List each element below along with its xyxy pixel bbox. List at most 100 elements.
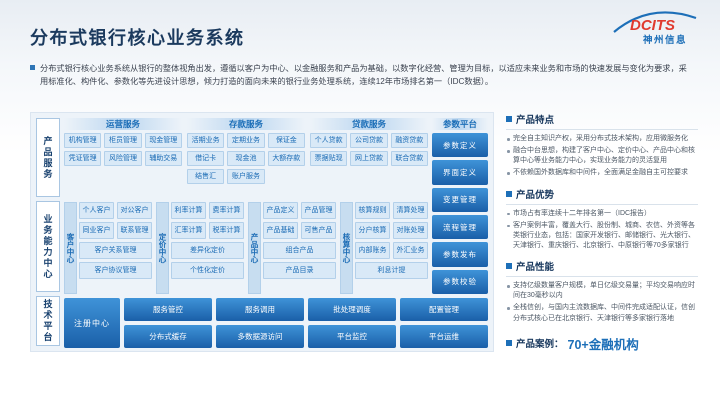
page-title: 分布式银行核心业务系统	[30, 28, 245, 48]
param-platform: 参数平台 参数定义 界面定义 变更管理 流程管理 参数发布 参数校验	[432, 118, 488, 294]
param-item: 流程管理	[432, 214, 488, 240]
center-customer: 客户中心 个人客户 对公客户 同业客户 联系管理 客户关系管理 客户协议管理	[64, 202, 152, 294]
tech-item: 批处理调度	[308, 298, 396, 321]
center-item: 产品基础	[263, 222, 298, 239]
center-pricing: 定价中心 利率计算 费率计算 汇率计算 税率计算 差异化定价 个性化定价	[156, 202, 244, 294]
service-item: 辅助交易	[144, 151, 182, 166]
service-group-loan: 贷款服务 个人贷款 公司贷款 融资贷款 票据贴现 网上贷款 联合贷款	[310, 118, 428, 198]
tech-registry-center: 注册中心	[64, 298, 120, 348]
center-accounting: 核算中心 核算规则 清算处理 分户核算 对账处理 内部账务 外汇业务 利息计提	[340, 202, 428, 294]
service-group-title: 运营服务	[64, 118, 182, 130]
intro-paragraph: 分布式银行核心业务系统从银行的整体视角出发，遵循以客户为中心、以金融服务和产品为…	[30, 62, 692, 88]
center-item: 对账处理	[393, 222, 428, 239]
tech-item: 分布式缓存	[124, 325, 212, 348]
panel-bullet: 支持亿级数量客户规模，单日亿级交易量；平均交易响应时间在30毫秒以内	[506, 281, 698, 301]
center-item: 产品定义	[263, 202, 298, 219]
logo-brand-text: DCITS	[630, 17, 675, 34]
center-item: 联系管理	[117, 222, 152, 239]
tech-item: 服务管控	[124, 298, 212, 321]
center-label: 定价中心	[156, 202, 169, 294]
param-item: 参数校验	[432, 269, 488, 294]
diagram-mainstack: 运营服务 机构管理 柜员管理 现金管理 凭证管理 风险管理 辅助交易	[64, 118, 428, 294]
service-item: 现金管理	[144, 133, 182, 148]
service-item: 柜员管理	[104, 133, 142, 148]
logo-company-text: 神州信息	[643, 34, 687, 46]
center-item: 税率计算	[209, 222, 244, 239]
center-item: 费率计算	[209, 202, 244, 219]
info-panel: 产品特点 完全自主知识产权，采用分布式技术架构，应用微服务化 融合中台思想，构建…	[506, 112, 698, 353]
panel-bullet: 客户案例丰富，覆盖大行、股份制、城商、农信、外资等各类银行业态，包括：国家开发银…	[506, 221, 698, 251]
service-group-deposit: 存款服务 活期业务 定期业务 保证金 借记卡 现金池 大额存款 结售汇 账户服务	[187, 118, 305, 198]
center-grid: 利率计算 费率计算 汇率计算 税率计算 差异化定价 个性化定价	[171, 202, 244, 294]
tech-platform-band: 注册中心 服务管控 服务调用 批处理调度 配置管理 分布式缓存 多数据源访问 平…	[64, 298, 488, 348]
tech-grid: 服务管控 服务调用 批处理调度 配置管理 分布式缓存 多数据源访问 平台监控 平…	[124, 298, 488, 348]
center-item: 对公客户	[117, 202, 152, 219]
center-label: 核算中心	[340, 202, 353, 294]
service-item: 融资贷款	[390, 133, 428, 148]
section-product-performance: 产品性能 支持亿级数量客户规模，单日亿级交易量；平均交易响应时间在30毫秒以内 …	[506, 259, 698, 324]
tech-item: 配置管理	[400, 298, 488, 321]
center-item: 差异化定价	[171, 242, 244, 259]
section-title: 产品优势	[516, 189, 555, 201]
section-header: 产品性能	[506, 259, 698, 278]
service-item: 账户服务	[227, 169, 265, 184]
service-item: 凭证管理	[64, 151, 102, 166]
center-item: 产品管理	[301, 202, 336, 219]
section-product-advantages: 产品优势 市场占有率连续十二年排名第一（IDC报告） 客户案例丰富，覆盖大行、股…	[506, 187, 698, 252]
service-item: 保证金	[267, 133, 305, 148]
service-item: 网上贷款	[350, 151, 388, 166]
section-header: 产品特点	[506, 112, 698, 130]
service-item: 借记卡	[187, 151, 225, 166]
bullet-square-icon	[30, 65, 35, 70]
service-item: 现金池	[227, 151, 265, 166]
bullet-square-icon	[506, 116, 512, 122]
tech-item: 服务调用	[216, 298, 304, 321]
center-item: 内部账务	[355, 242, 390, 259]
param-item: 参数发布	[432, 242, 488, 267]
center-product: 产品中心 产品定义 产品管理 产品基础 可售产品 组合产品 产品目录	[248, 202, 336, 294]
logo: DCITS 神州信息	[610, 8, 700, 48]
panel-bullet: 全栈信创，与国内主流数据库、中间件完成适配认证，信创分布式核心已在北京银行、天津…	[506, 303, 698, 323]
service-item: 定期业务	[227, 133, 265, 148]
center-item: 产品目录	[263, 262, 336, 279]
bullet-square-icon	[506, 263, 512, 270]
layer-labels: 产品服务 业务能力中心 技术平台	[36, 118, 60, 347]
service-group-operations: 运营服务 机构管理 柜员管理 现金管理 凭证管理 风险管理 辅助交易	[64, 118, 182, 198]
section-header: 产品优势	[506, 187, 698, 205]
service-grid: 活期业务 定期业务 保证金 借记卡 现金池 大额存款 结售汇 账户服务	[187, 133, 305, 184]
param-platform-title: 参数平台	[432, 118, 488, 130]
center-label: 产品中心	[248, 202, 261, 294]
center-grid: 核算规则 清算处理 分户核算 对账处理 内部账务 外汇业务 利息计提	[355, 202, 428, 294]
layer-label-capability-center: 业务能力中心	[36, 201, 60, 293]
service-item: 机构管理	[64, 133, 102, 148]
service-item: 活期业务	[187, 133, 225, 148]
center-item: 个人客户	[79, 202, 114, 219]
section-product-features: 产品特点 完全自主知识产权，采用分布式技术架构，应用微服务化 融合中台思想，构建…	[506, 112, 698, 179]
cases-label: 产品案例：	[516, 339, 564, 351]
service-item: 联合贷款	[390, 151, 428, 166]
capability-centers-band: 客户中心 个人客户 对公客户 同业客户 联系管理 客户关系管理 客户协议管理	[64, 202, 428, 294]
product-cases-row: 产品案例： 70+金融机构	[506, 334, 698, 353]
service-group-title: 贷款服务	[310, 118, 428, 130]
cases-value: 70+金融机构	[567, 337, 639, 352]
tech-item: 多数据源访问	[216, 325, 304, 348]
architecture-diagram: 产品服务 业务能力中心 技术平台 运营服务 机构管理 柜员管理 现金管理 凭证管…	[30, 112, 494, 352]
diagram-main: 运营服务 机构管理 柜员管理 现金管理 凭证管理 风险管理 辅助交易	[64, 118, 488, 348]
center-item: 分户核算	[355, 222, 390, 239]
center-item: 核算规则	[355, 202, 390, 219]
center-item: 组合产品	[263, 242, 336, 259]
tech-item: 平台监控	[308, 325, 396, 348]
center-item: 客户关系管理	[79, 242, 152, 259]
service-item: 个人贷款	[310, 133, 348, 148]
section-title: 产品特点	[516, 115, 555, 126]
tech-item: 平台运维	[400, 325, 488, 348]
diagram-top-zone: 运营服务 机构管理 柜员管理 现金管理 凭证管理 风险管理 辅助交易	[64, 118, 488, 294]
bullet-square-icon	[506, 190, 512, 197]
service-item: 票据贴现	[310, 151, 348, 166]
center-item: 可售产品	[301, 222, 336, 239]
param-item: 变更管理	[432, 187, 488, 212]
product-services-band: 运营服务 机构管理 柜员管理 现金管理 凭证管理 风险管理 辅助交易	[64, 118, 428, 198]
service-item: 风险管理	[104, 151, 142, 166]
center-item: 汇率计算	[171, 222, 206, 239]
